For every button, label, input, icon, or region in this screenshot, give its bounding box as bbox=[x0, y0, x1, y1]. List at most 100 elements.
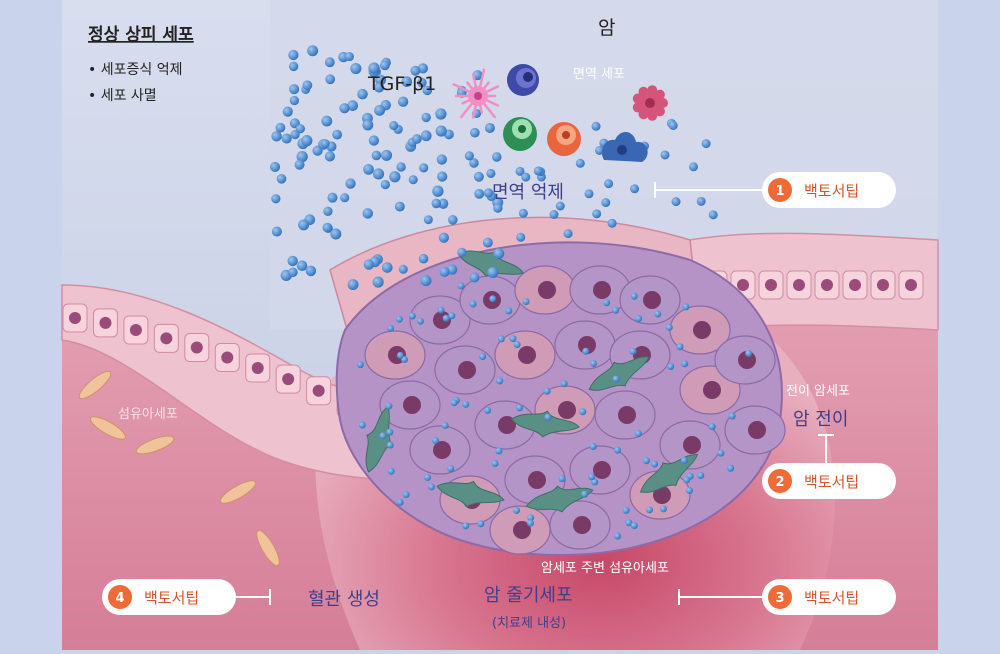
fibroblast-spindle-icon bbox=[256, 529, 280, 567]
tgf-beta-dot bbox=[681, 360, 689, 368]
tgf-beta-dot bbox=[642, 457, 650, 465]
tgf-beta-dot bbox=[307, 45, 319, 57]
tgf-beta-dot bbox=[513, 506, 521, 514]
svg-text:백토서팁: 백토서팁 bbox=[804, 182, 859, 200]
tgf-beta-dot bbox=[671, 197, 681, 207]
tgf-beta-dot bbox=[294, 159, 305, 170]
cell-nucleus bbox=[877, 279, 889, 291]
tgf-beta-dot bbox=[417, 77, 427, 88]
tgf-beta-dot bbox=[372, 168, 385, 180]
tgf-beta-dot bbox=[302, 80, 313, 91]
legend-title: 정상 상피 세포 bbox=[88, 25, 194, 45]
cell-nucleus bbox=[737, 279, 749, 291]
tgf-beta-dot bbox=[630, 292, 638, 300]
tgf-beta-dot bbox=[612, 306, 620, 314]
tgf-beta-dot bbox=[282, 106, 293, 117]
tgf-beta-dot bbox=[688, 162, 698, 172]
tgf-beta-dot bbox=[603, 299, 611, 307]
tgf-beta-dot bbox=[591, 478, 599, 486]
tgf-beta-dot bbox=[555, 201, 565, 211]
svg-text:백토서팁: 백토서팁 bbox=[804, 589, 859, 607]
tgf-beta-dot bbox=[435, 125, 447, 137]
tgf-beta-dot bbox=[484, 122, 495, 134]
tgf-beta-dot bbox=[696, 196, 706, 206]
cell-nucleus bbox=[69, 312, 81, 324]
tgf-beta-dot bbox=[332, 129, 343, 140]
nk-cell-icon bbox=[632, 85, 668, 121]
tgf-beta-dot bbox=[469, 300, 477, 308]
tgf-beta-dot bbox=[362, 208, 374, 219]
tgf-beta-dot bbox=[497, 335, 505, 343]
svg-text:2: 2 bbox=[775, 475, 784, 490]
tgf-beta-dot bbox=[513, 340, 521, 348]
tgf-beta-dot bbox=[301, 135, 313, 147]
tgf-beta-dot bbox=[701, 139, 711, 149]
fibroblast-label: 섬유아세포 bbox=[118, 407, 178, 422]
tgf-beta-dot bbox=[635, 315, 643, 323]
dendritic-cell-icon bbox=[452, 68, 500, 119]
tgf-beta-dot bbox=[477, 520, 485, 528]
tumor-cells bbox=[364, 265, 786, 555]
tgf-beta-dot bbox=[680, 456, 688, 464]
tgf-beta-dot bbox=[491, 460, 499, 468]
tgf-beta-dot bbox=[509, 335, 517, 343]
tgf-beta-dot bbox=[676, 343, 684, 351]
tgf-beta-dot bbox=[381, 149, 393, 161]
tgf-beta-dot bbox=[646, 506, 654, 514]
tgf-beta-dot bbox=[589, 442, 597, 450]
tgf-beta-dot bbox=[685, 487, 693, 495]
cell-nucleus bbox=[905, 279, 917, 291]
cell-nucleus bbox=[221, 351, 234, 364]
tumor-cell-nucleus bbox=[458, 361, 476, 379]
tgf-beta-dot bbox=[358, 421, 366, 429]
cell-nucleus bbox=[793, 279, 805, 291]
tgf-beta-dot bbox=[727, 464, 735, 472]
b-cell-icon bbox=[547, 122, 581, 156]
tgf-beta-dot bbox=[344, 52, 354, 62]
fibroblast-spindle-icon bbox=[78, 370, 112, 400]
tgf-beta-dot bbox=[607, 218, 617, 228]
tgf-beta-dot bbox=[665, 323, 673, 331]
tgf-beta-dot bbox=[389, 171, 401, 183]
tgf-beta-dot bbox=[327, 192, 338, 203]
tgf-beta-dot bbox=[416, 317, 424, 325]
tgf-beta-dot bbox=[372, 276, 384, 288]
metastasis-label: 암 전이 bbox=[793, 409, 848, 430]
tgf-beta-dot bbox=[491, 152, 502, 162]
fibroblast-icon bbox=[588, 356, 650, 391]
numbered-circle-icon bbox=[768, 178, 792, 202]
tgf-beta-dot bbox=[496, 377, 504, 385]
tgf-beta-dot bbox=[362, 119, 374, 131]
tgf-beta-dot bbox=[368, 62, 380, 74]
tgf-beta-dot bbox=[708, 423, 716, 431]
tgf-beta-dot bbox=[396, 351, 404, 359]
tgf-beta-dot bbox=[437, 198, 449, 209]
fibroblast-spindle-icon bbox=[135, 435, 175, 455]
tgf-beta-dot bbox=[357, 88, 368, 100]
numbered-circle-icon bbox=[768, 585, 792, 609]
tgf-beta-dot bbox=[432, 437, 440, 445]
tgf-beta-dot bbox=[482, 237, 493, 248]
tgf-beta-dot bbox=[591, 121, 601, 131]
tgf-beta-dot bbox=[305, 265, 317, 277]
tgf-beta-dot bbox=[290, 130, 300, 140]
tgf-beta-dot bbox=[394, 201, 405, 212]
tgf-beta-dot bbox=[469, 158, 479, 168]
tumor-cell-nucleus bbox=[578, 336, 596, 354]
fibroblast-icon bbox=[436, 480, 505, 508]
tgf-beta-dot bbox=[281, 133, 292, 144]
tgf-beta-dot bbox=[473, 171, 484, 182]
tgf-beta-dot bbox=[368, 135, 380, 146]
tumor-cell-nucleus bbox=[498, 416, 516, 434]
tumor-cell-nucleus bbox=[403, 396, 421, 414]
tgf-beta-dot bbox=[350, 62, 362, 75]
tgf-beta-dot bbox=[408, 312, 416, 320]
tgf-beta-dot bbox=[296, 260, 308, 272]
tgf-beta-dot bbox=[408, 175, 418, 185]
tgf-beta-dot bbox=[296, 150, 308, 163]
tgf-beta-dot bbox=[484, 406, 492, 414]
tgf-beta-dot bbox=[667, 363, 675, 371]
tgf-beta-dot bbox=[269, 161, 281, 172]
